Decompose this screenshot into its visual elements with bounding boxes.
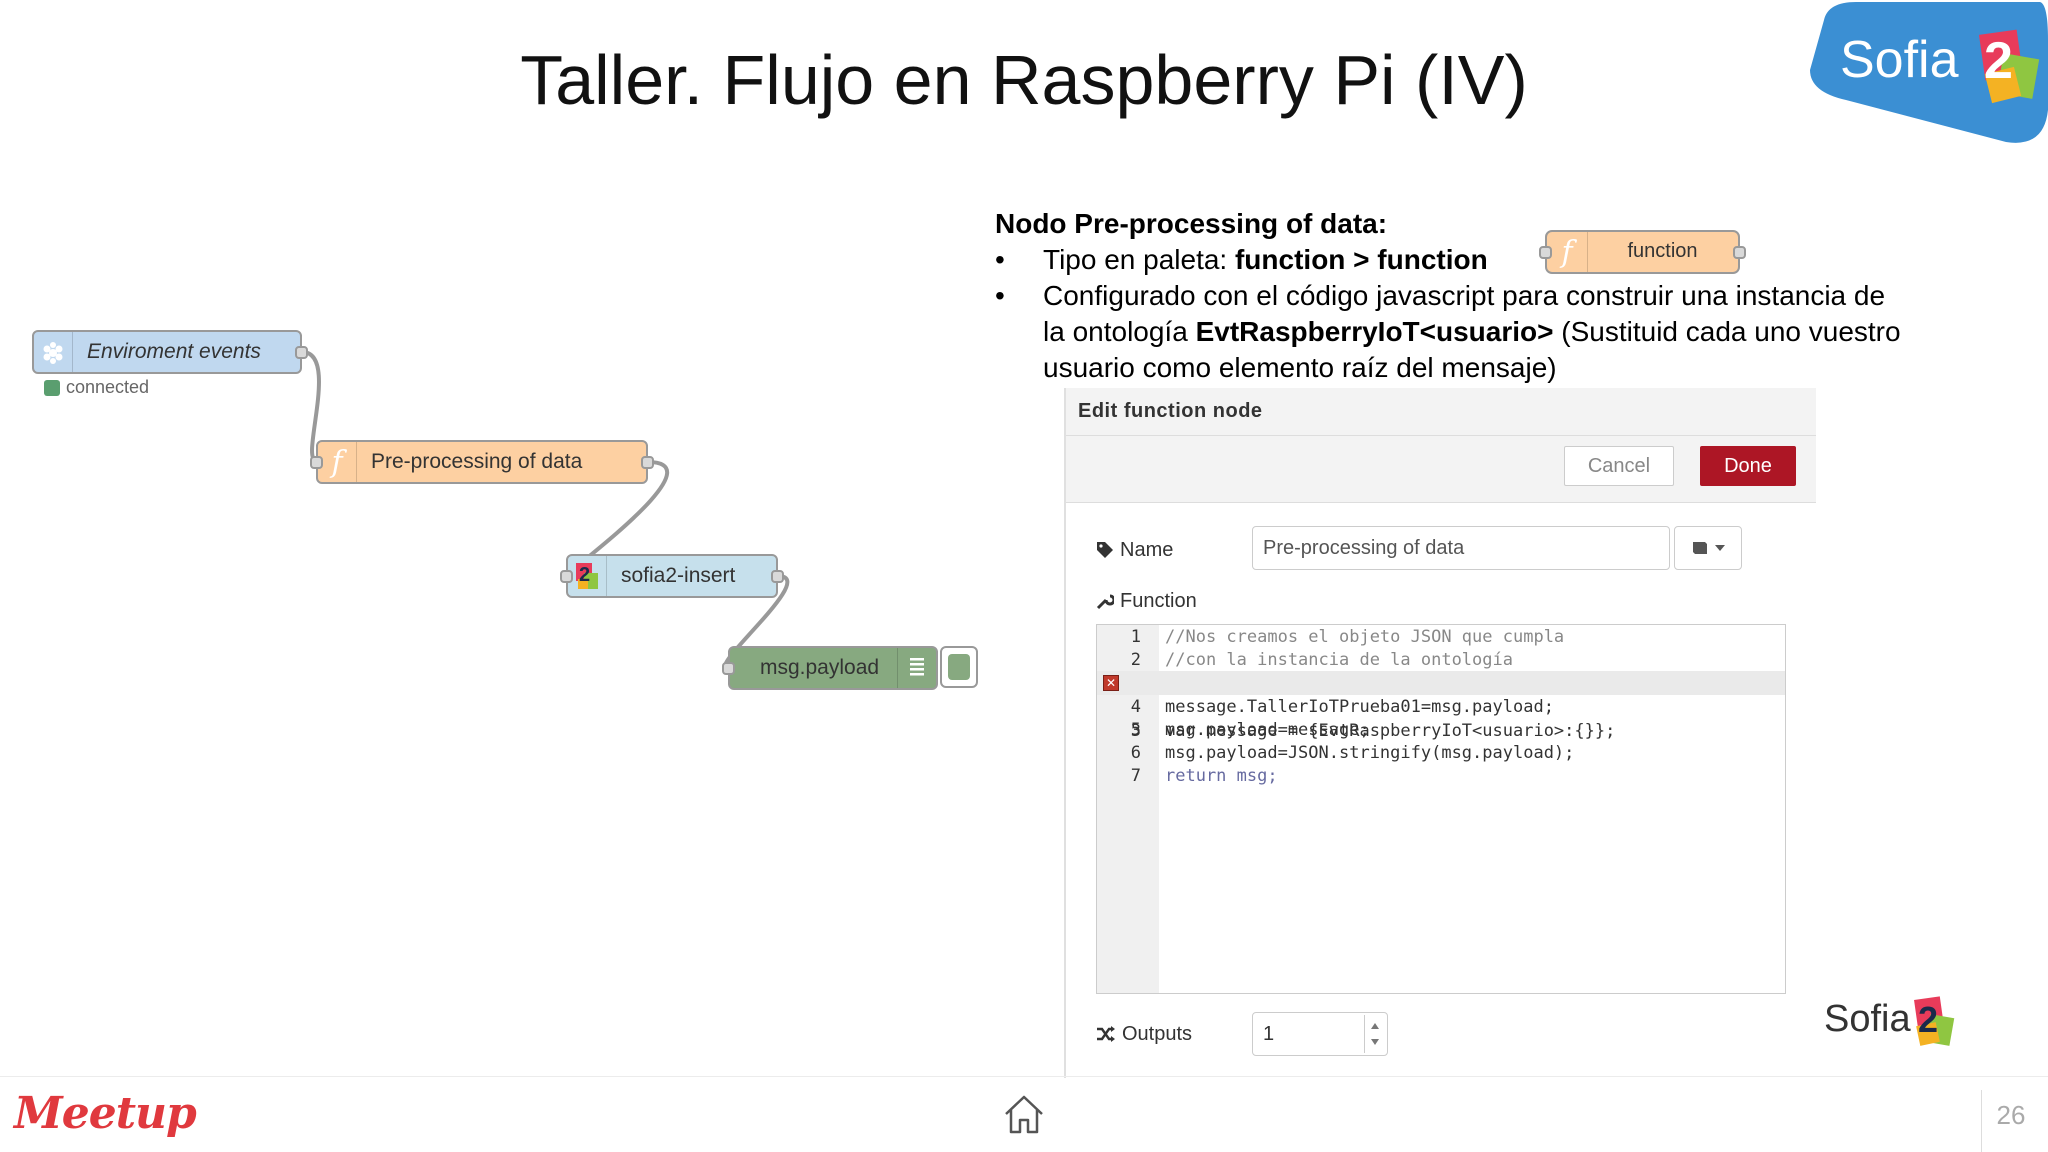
raspberry-icon bbox=[34, 332, 73, 372]
description-block: Nodo Pre-processing of data: Tipo en pal… bbox=[995, 206, 1975, 386]
footer-divider bbox=[0, 1076, 2048, 1077]
slide-title: Taller. Flujo en Raspberry Pi (IV) bbox=[520, 41, 1528, 119]
palette-function-node: f function bbox=[1539, 230, 1746, 274]
home-icon[interactable] bbox=[1000, 1092, 1048, 1136]
flow-node-sofia2-insert[interactable]: 2 sofia2-insert bbox=[560, 554, 784, 598]
node-status: connected bbox=[66, 377, 150, 397]
function-f-icon: f bbox=[318, 442, 357, 482]
status-indicator-icon bbox=[44, 380, 60, 396]
node-label: sofia2-insert bbox=[621, 564, 736, 587]
dialog-title: Edit function node bbox=[1066, 388, 1816, 436]
sofia2-node-icon: 2 bbox=[568, 556, 607, 596]
page-number-divider bbox=[1981, 1090, 1982, 1152]
name-input[interactable]: Pre-processing of data bbox=[1252, 526, 1670, 570]
input-port bbox=[1539, 246, 1552, 259]
node-label: Enviroment events bbox=[87, 340, 261, 363]
flow-canvas[interactable]: Enviroment events connected f Pre-proces… bbox=[0, 300, 1010, 720]
input-port[interactable] bbox=[560, 570, 573, 583]
flow-node-environment-events[interactable]: Enviroment events bbox=[32, 330, 308, 374]
sofia-logo-text: Sofia bbox=[1840, 31, 1959, 89]
bullet-2: Configurado con el código javascript par… bbox=[995, 278, 1975, 386]
done-button[interactable]: Done bbox=[1700, 446, 1796, 486]
code-line-2: 2//con la instancia de la ontología bbox=[1130, 650, 1513, 670]
node-label: msg.payload bbox=[760, 656, 880, 679]
flow-node-pre-processing[interactable]: f Pre-processing of data bbox=[310, 440, 654, 484]
library-dropdown-button[interactable] bbox=[1674, 526, 1742, 570]
description-heading: Nodo Pre-processing of data: bbox=[995, 208, 1388, 239]
debug-list-icon bbox=[897, 648, 936, 688]
code-editor[interactable]: 1//Nos creamos el objeto JSON que cumpla… bbox=[1096, 624, 1786, 994]
sofia2-mark-icon: 2 bbox=[1910, 994, 1958, 1055]
stepper-arrows[interactable] bbox=[1364, 1015, 1385, 1053]
output-port[interactable] bbox=[641, 456, 654, 469]
edit-function-dialog: Edit function node Cancel Done Name Pre-… bbox=[1064, 388, 1816, 1078]
input-port[interactable] bbox=[310, 456, 323, 469]
output-port[interactable] bbox=[295, 346, 308, 359]
caret-down-icon bbox=[1715, 545, 1725, 551]
dialog-toolbar: Cancel Done bbox=[1066, 436, 1816, 503]
tag-icon bbox=[1097, 542, 1113, 558]
sofia2-mark-icon: 2 bbox=[1974, 26, 2040, 104]
flow-node-msg-payload[interactable]: msg.payload bbox=[722, 646, 938, 690]
cancel-button[interactable]: Cancel bbox=[1564, 446, 1674, 486]
function-f-icon: f bbox=[1547, 232, 1588, 272]
debug-toggle-button[interactable] bbox=[940, 646, 978, 688]
palette-node-label: function bbox=[1627, 240, 1698, 262]
output-port bbox=[1733, 246, 1746, 259]
stepper-arrows-icon bbox=[1371, 1023, 1379, 1045]
svg-text:2: 2 bbox=[1984, 32, 2013, 90]
shuffle-icon bbox=[1097, 1026, 1115, 1042]
input-port[interactable] bbox=[722, 662, 735, 675]
meetup-logo: Meetup bbox=[14, 1088, 197, 1139]
outputs-label: Outputs bbox=[1096, 1012, 1192, 1056]
svg-text:2: 2 bbox=[579, 564, 590, 586]
code-line-1: 1//Nos creamos el objeto JSON que cumpla bbox=[1130, 627, 1565, 647]
outputs-stepper[interactable]: 1 bbox=[1252, 1012, 1388, 1056]
node-label: Pre-processing of data bbox=[371, 450, 583, 473]
name-label: Name bbox=[1096, 528, 1173, 572]
output-port[interactable] bbox=[771, 570, 784, 583]
wrench-icon bbox=[1096, 594, 1114, 610]
svg-text:2: 2 bbox=[1918, 999, 1938, 1040]
bullet-1: Tipo en paleta: function > function bbox=[995, 242, 1975, 278]
sofia2-logo-top: Sofia 2 bbox=[1806, 0, 2048, 150]
sofia2-logo-bottom: Sofia 2 bbox=[1822, 990, 1962, 1052]
function-label: Function bbox=[1096, 586, 1197, 616]
book-icon bbox=[1693, 542, 1707, 554]
error-marker-icon[interactable]: ✕ bbox=[1103, 675, 1119, 691]
sofia-logo-text: Sofia bbox=[1824, 998, 1911, 1040]
page-number: 26 bbox=[1996, 1100, 2026, 1130]
